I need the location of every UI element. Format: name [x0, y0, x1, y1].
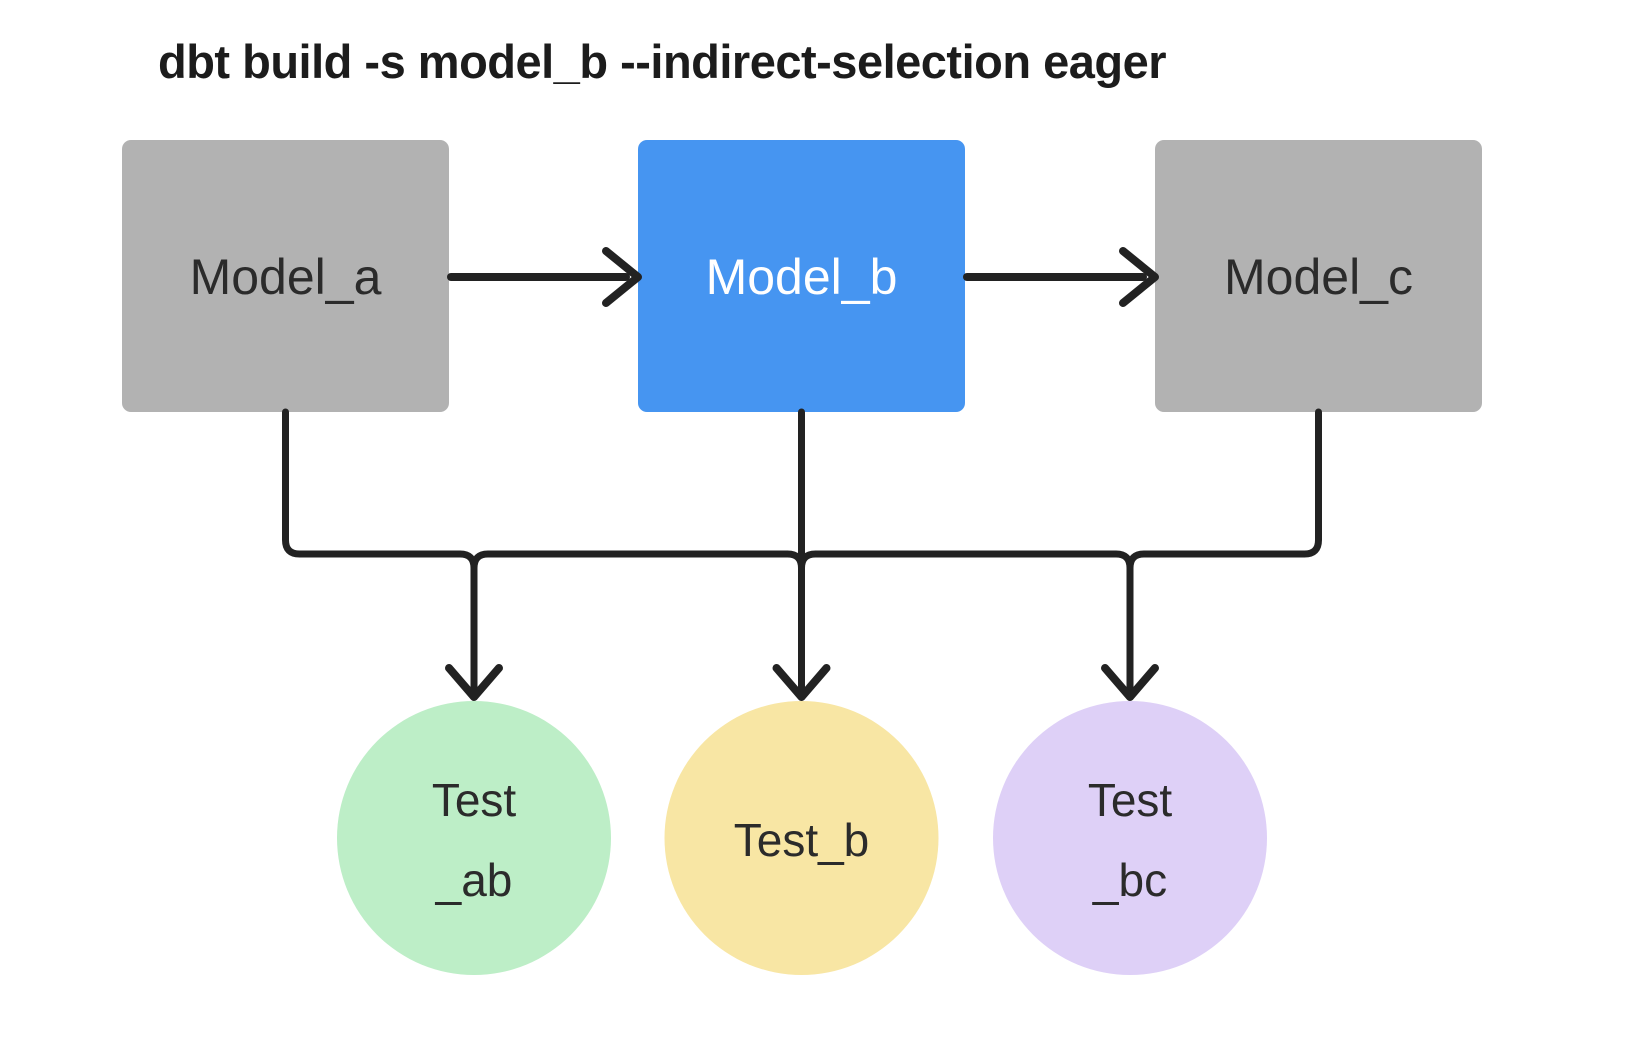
node-test-b — [664, 701, 939, 975]
node-model-a — [122, 140, 449, 412]
arrowhead-test-b-icon — [772, 664, 831, 701]
edge-bus-model-b-to-test-ab — [470, 550, 805, 572]
edge-bus-model-b-to-test-bc — [798, 550, 1134, 572]
node-model-a-label: Model_a — [190, 249, 382, 305]
edge-model-a-to-test-ab — [282, 408, 478, 696]
node-model-b — [638, 140, 965, 412]
arrowhead-model-b-icon — [602, 247, 642, 307]
edge-model-c-to-test-bc — [1126, 408, 1322, 696]
node-test-ab-label-line2: _ab — [435, 854, 513, 906]
command-title: dbt build -s model_b --indirect-selectio… — [158, 35, 1166, 88]
node-test-ab-label-line1: Test — [432, 774, 517, 826]
arrowhead-test-ab-icon — [445, 664, 503, 701]
node-model-c-label: Model_c — [1224, 249, 1413, 305]
node-model-b-label: Model_b — [706, 249, 898, 305]
node-test-b-label: Test_b — [734, 814, 870, 866]
node-model-c — [1155, 140, 1482, 412]
arrowhead-test-bc-icon — [1101, 664, 1159, 701]
node-test-bc — [993, 701, 1267, 975]
arrowhead-model-c-icon — [1119, 247, 1159, 307]
node-test-bc-label-line1: Test — [1088, 774, 1173, 826]
node-test-ab — [337, 701, 611, 975]
node-test-bc-label-line2: _bc — [1092, 854, 1167, 906]
